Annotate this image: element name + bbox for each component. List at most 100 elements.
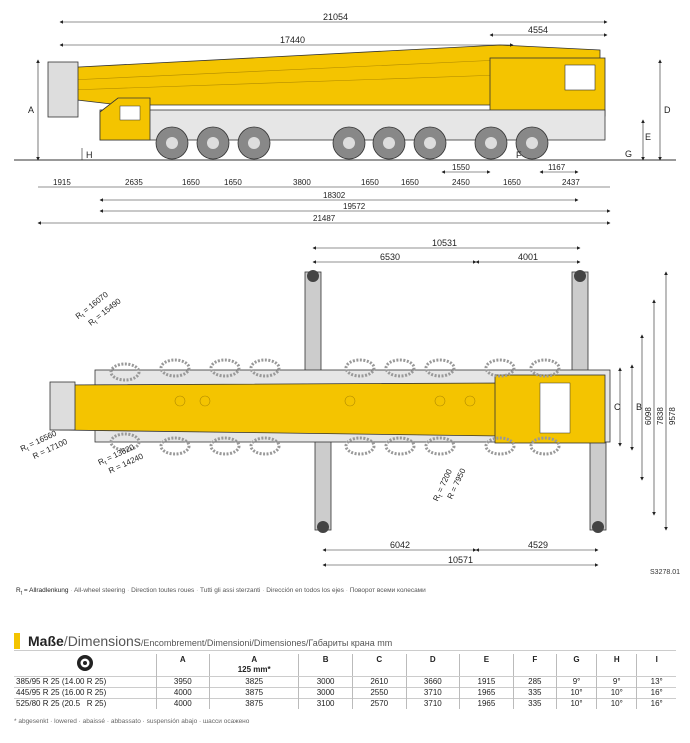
dimensions-title-bar: Maße/Dimensions/Encombrement/Dimensioni/… xyxy=(14,633,676,651)
col-G: G xyxy=(556,654,598,665)
dim-6530: 6530 xyxy=(380,252,400,262)
label-B: B xyxy=(636,402,642,412)
steering-legend: Rt = Allradlenkung · All-wheel steering … xyxy=(16,587,426,597)
dimensions-title: Maße/Dimensions/Encombrement/Dimensioni/… xyxy=(28,633,393,649)
cell: 285 xyxy=(513,676,557,687)
cell: 3660 xyxy=(406,676,461,687)
cell: 16° xyxy=(650,687,663,697)
dim-4554: 4554 xyxy=(528,25,548,35)
radius-labels-lower-left: Rt = 16560 R = 17100 xyxy=(19,429,69,461)
label-A: A xyxy=(28,105,34,115)
outrigger-rear-bottom xyxy=(589,439,607,531)
col-E: E xyxy=(459,654,514,665)
dim-17440: 17440 xyxy=(280,35,305,45)
cell: 3825 xyxy=(209,676,300,687)
lowered-footnote: * abgesenkt · lowered · abaissé · abbass… xyxy=(14,718,250,725)
col-A: A xyxy=(156,654,211,665)
outrigger-front-top xyxy=(304,271,322,373)
dim-3800: 3800 xyxy=(293,178,311,187)
cell: 9° xyxy=(596,676,638,687)
dimensions-table: A A B C D E F G H I 125 mm* 385/95 R 25 … xyxy=(14,654,676,709)
dim-1650b: 1650 xyxy=(224,178,242,187)
dim-21054: 21054 xyxy=(323,12,348,22)
cell: 4000 xyxy=(156,698,211,709)
cell: 9° xyxy=(556,676,598,687)
cell: 3710 xyxy=(406,687,461,698)
hook-block xyxy=(47,61,79,118)
outrigger-front-bottom xyxy=(314,439,332,531)
side-view: 21054 17440 4554 A D E H F G 1550 1167 1… xyxy=(14,12,676,225)
dim-2635: 2635 xyxy=(125,178,143,187)
table-row: 385/95 R 25 (14.00 R 25) 3950 3825 3000 … xyxy=(14,676,676,687)
tyre-icon xyxy=(14,654,157,676)
col-B: B xyxy=(298,654,353,665)
label-D: D xyxy=(664,105,671,115)
dim-1550: 1550 xyxy=(452,163,470,172)
title-accent-bar xyxy=(14,633,20,649)
dim-1650a: 1650 xyxy=(182,178,200,187)
label-H: H xyxy=(86,150,93,160)
col-A-lowered: A xyxy=(209,654,300,665)
cell: 1965 xyxy=(459,698,514,709)
cell: 1915 xyxy=(459,676,514,687)
dim-2450: 2450 xyxy=(452,178,470,187)
cell: 16° xyxy=(650,698,663,708)
dim-7838: 7838 xyxy=(656,407,665,425)
dim-1915: 1915 xyxy=(53,178,71,187)
cell: 2570 xyxy=(352,698,407,709)
cell: 3875 xyxy=(209,698,300,709)
top-view: 10531 6530 4001 6042 4529 10571 C B 6098… xyxy=(19,238,677,567)
label-G: G xyxy=(625,149,632,159)
radius-labels-rear: Rt = 7200 R = 7950 xyxy=(431,467,467,504)
col-C: C xyxy=(352,654,407,665)
cell: 3875 xyxy=(209,687,300,698)
cell: 3710 xyxy=(406,698,461,709)
dim-6098: 6098 xyxy=(644,407,653,425)
drawing-id: S3278.01 xyxy=(650,569,680,576)
cell: 10° xyxy=(596,687,638,698)
tyre-size: 525/80 R 25 (20.5 R 25) xyxy=(14,698,157,709)
dim-1650e: 1650 xyxy=(503,178,521,187)
dim-10531: 10531 xyxy=(432,238,457,248)
cell: 1965 xyxy=(459,687,514,698)
dim-18302: 18302 xyxy=(323,191,346,200)
cell: 3100 xyxy=(298,698,353,709)
wheels-top xyxy=(109,358,561,456)
radius-labels-upper: Rt = 16070 Rt = 15490 xyxy=(74,290,125,329)
cell: 10° xyxy=(596,698,638,709)
dim-21487: 21487 xyxy=(313,214,336,223)
col-F: F xyxy=(513,654,557,665)
cell: 13° xyxy=(650,676,663,686)
dim-1650d: 1650 xyxy=(401,178,419,187)
cell: 3950 xyxy=(156,676,211,687)
label-C: C xyxy=(614,402,621,412)
dim-19572: 19572 xyxy=(343,202,366,211)
cell: 10° xyxy=(556,698,598,709)
cell: 10° xyxy=(556,687,598,698)
cell: 2550 xyxy=(352,687,407,698)
dim-1167: 1167 xyxy=(548,163,566,172)
cell: 335 xyxy=(513,698,557,709)
dim-9578: 9578 xyxy=(668,407,677,425)
cell: 2610 xyxy=(352,676,407,687)
dim-4001: 4001 xyxy=(518,252,538,262)
crane-technical-drawing: 21054 17440 4554 A D E H F G 1550 1167 1… xyxy=(14,12,677,567)
cell: 3000 xyxy=(298,676,353,687)
dim-2437: 2437 xyxy=(562,178,580,187)
col-I: I xyxy=(655,654,658,664)
tyre-size: 385/95 R 25 (14.00 R 25) xyxy=(14,676,157,687)
col-A-lowered-sub: 125 mm* xyxy=(209,665,300,677)
boom-top xyxy=(59,382,546,437)
outrigger-rear-top xyxy=(571,271,589,373)
dim-10571: 10571 xyxy=(448,555,473,565)
axle-spacing-row: 1915 2635 1650 1650 3800 1650 1650 2450 … xyxy=(53,178,580,187)
cell: 4000 xyxy=(156,687,211,698)
dim-1650c: 1650 xyxy=(361,178,379,187)
table-row: 525/80 R 25 (20.5 R 25) 4000 3875 3100 2… xyxy=(14,698,676,709)
col-D: D xyxy=(406,654,461,665)
dim-4529: 4529 xyxy=(528,540,548,550)
tyre-size: 445/95 R 25 (16.00 R 25) xyxy=(14,687,157,698)
dim-6042: 6042 xyxy=(390,540,410,550)
label-E: E xyxy=(645,132,651,142)
cell: 3000 xyxy=(298,687,353,698)
